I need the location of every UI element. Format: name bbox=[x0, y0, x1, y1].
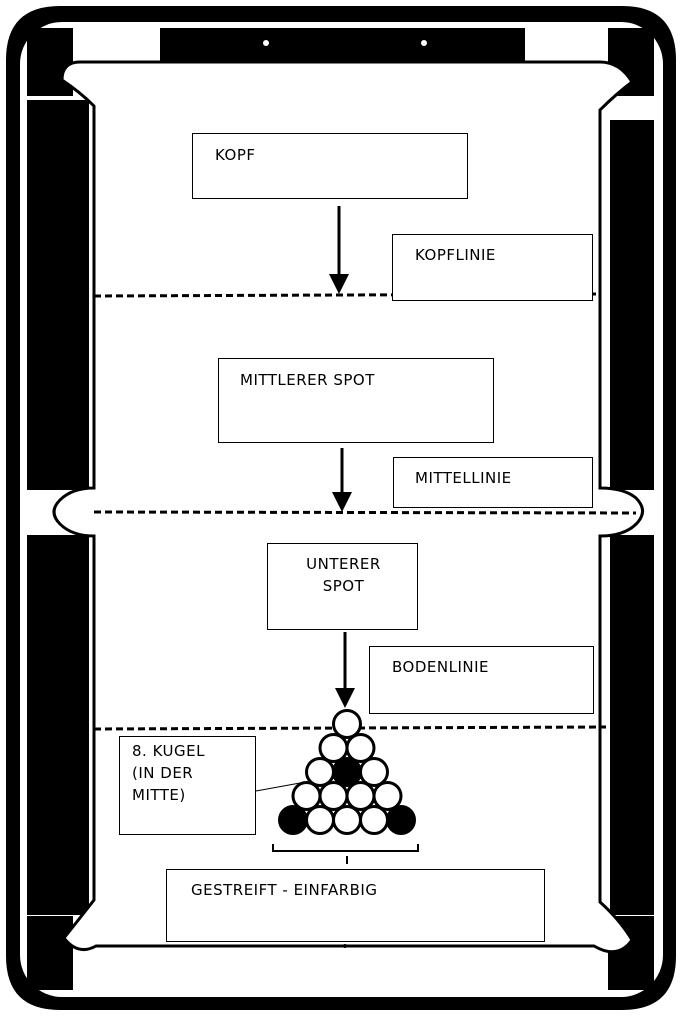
right-rail-lower bbox=[610, 535, 654, 915]
white-ball bbox=[345, 781, 376, 811]
eight-ball-box: 8. KUGEL (IN DER MITTE) bbox=[119, 736, 256, 835]
black-ball bbox=[386, 805, 416, 835]
black-ball bbox=[332, 757, 362, 787]
eight-ball-pointer bbox=[255, 782, 301, 792]
mittellinie-label: MITTELLINIE bbox=[415, 469, 512, 487]
kopflinie-box: KOPFLINIE bbox=[392, 234, 593, 301]
top-diamond-right bbox=[421, 40, 427, 46]
eight-ball-label: 8. KUGEL (IN DER MITTE) bbox=[132, 742, 205, 804]
right-rail bbox=[610, 120, 654, 490]
kopf-label: KOPF bbox=[215, 146, 256, 164]
unterer-spot-label: UNTERER SPOT bbox=[306, 555, 381, 595]
white-ball bbox=[359, 757, 389, 787]
top-diamond-left bbox=[263, 40, 269, 46]
arrow-mitte bbox=[332, 448, 352, 512]
gestreift-einfarbig-label: GESTREIFT - EINFARBIG bbox=[191, 881, 378, 899]
kopflinie-label: KOPFLINIE bbox=[415, 246, 496, 264]
mittlerer-spot-box: MITTLERER SPOT bbox=[218, 358, 494, 443]
white-ball bbox=[372, 781, 403, 811]
mittlerer-spot-label: MITTLERER SPOT bbox=[240, 371, 375, 389]
white-ball bbox=[318, 733, 349, 763]
mittellinie-line bbox=[93, 510, 637, 515]
black-ball bbox=[278, 805, 308, 835]
mittellinie-box: MITTELLINIE bbox=[393, 457, 593, 508]
left-rail-lower bbox=[27, 535, 89, 915]
white-ball bbox=[305, 805, 335, 835]
white-ball bbox=[318, 781, 349, 811]
bodenlinie-box: BODENLINIE bbox=[369, 646, 594, 714]
unterer-spot-box: UNTERER SPOT bbox=[267, 543, 418, 630]
white-ball bbox=[345, 733, 376, 763]
pocket-bottom-left bbox=[27, 916, 73, 990]
gestreift-einfarbig-box: GESTREIFT - EINFARBIG bbox=[166, 869, 545, 942]
rack-bracket bbox=[272, 844, 419, 864]
white-ball bbox=[291, 781, 322, 811]
kopf-box: KOPF bbox=[192, 133, 468, 199]
left-rail bbox=[27, 100, 89, 490]
top-rail bbox=[160, 28, 525, 64]
arrow-kopf bbox=[329, 206, 349, 294]
ball-rack bbox=[278, 709, 416, 835]
foot-spot-dot bbox=[343, 944, 347, 948]
bodenlinie-label: BODENLINIE bbox=[392, 658, 489, 676]
arrow-unterer-spot bbox=[335, 632, 355, 708]
white-ball bbox=[332, 709, 362, 739]
pocket-top-left bbox=[27, 28, 73, 96]
white-ball bbox=[359, 805, 389, 835]
white-ball bbox=[332, 805, 362, 835]
white-ball bbox=[305, 757, 335, 787]
